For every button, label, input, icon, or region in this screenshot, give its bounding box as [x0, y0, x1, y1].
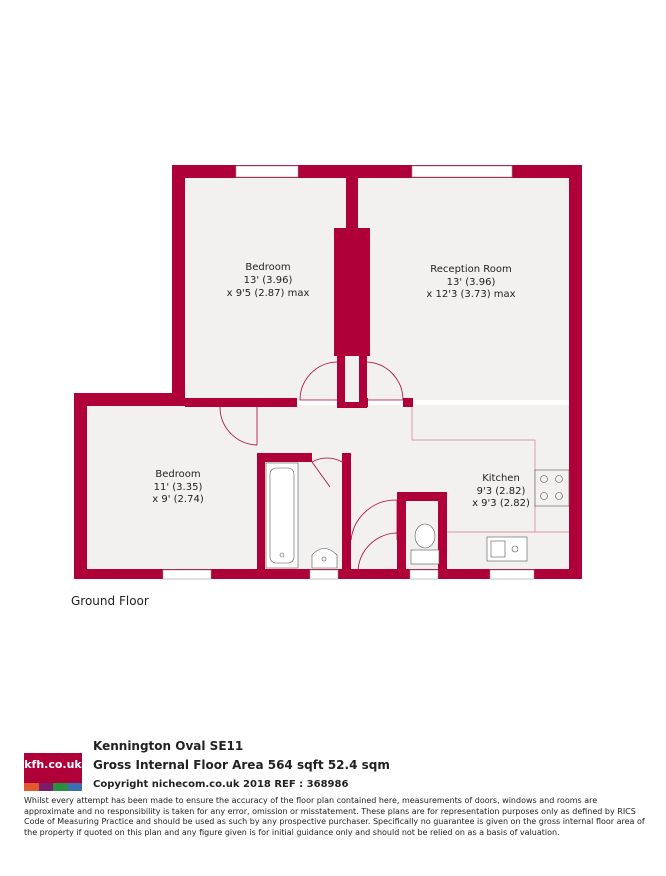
copyright: Copyright nichecom.co.uk 2018 REF : 3689… — [93, 779, 349, 790]
floor-area — [85, 178, 575, 571]
room-name: Reception Room — [430, 264, 511, 275]
room-label-bedroom-2: Bedroom 11' (3.35) x 9' (2.74) — [152, 469, 204, 505]
room-dim: 13' (3.96) — [244, 275, 293, 286]
kitchen-counter — [411, 407, 569, 533]
room-dim: 13' (3.96) — [447, 277, 496, 288]
toilet-icon — [410, 523, 440, 565]
kfh-logo: kfh.co.uk — [24, 753, 82, 791]
room-dim: 11' (3.35) — [154, 482, 203, 493]
logo-text: kfh.co.uk — [24, 758, 82, 771]
basin-icon — [311, 548, 338, 569]
room-name: Bedroom — [245, 262, 290, 273]
room-name: Kitchen — [482, 473, 520, 484]
room-dim: x 9'3 (2.82) — [472, 498, 530, 509]
room-dim: x 9' (2.74) — [152, 494, 204, 505]
kitchen-sink-icon — [486, 536, 528, 562]
room-dim: x 12'3 (3.73) max — [426, 289, 515, 300]
hob-icon — [534, 469, 570, 507]
doors — [219, 361, 404, 572]
room-dim: 9'3 (2.82) — [477, 486, 526, 497]
disclaimer: Whilst every attempt has been made to en… — [24, 796, 645, 837]
floor-plan: Bedroom 13' (3.96) x 9'5 (2.87) max Rece… — [74, 165, 582, 580]
bath-icon — [265, 462, 299, 569]
room-label-bedroom-1: Bedroom 13' (3.96) x 9'5 (2.87) max — [227, 262, 310, 299]
room-label-reception: Reception Room 13' (3.96) x 12'3 (3.73) … — [426, 264, 515, 300]
property-address: Kennington Oval SE11 — [93, 739, 244, 753]
floor-area-text: Gross Internal Floor Area 564 sqft 52.4 … — [93, 758, 390, 772]
floor-label: Ground Floor — [71, 594, 149, 608]
room-dim: x 9'5 (2.87) max — [227, 288, 310, 299]
logo-color-bar — [24, 783, 82, 791]
room-name: Bedroom — [155, 469, 200, 480]
room-label-kitchen: Kitchen 9'3 (2.82) x 9'3 (2.82) — [472, 473, 530, 509]
windows — [162, 165, 535, 580]
